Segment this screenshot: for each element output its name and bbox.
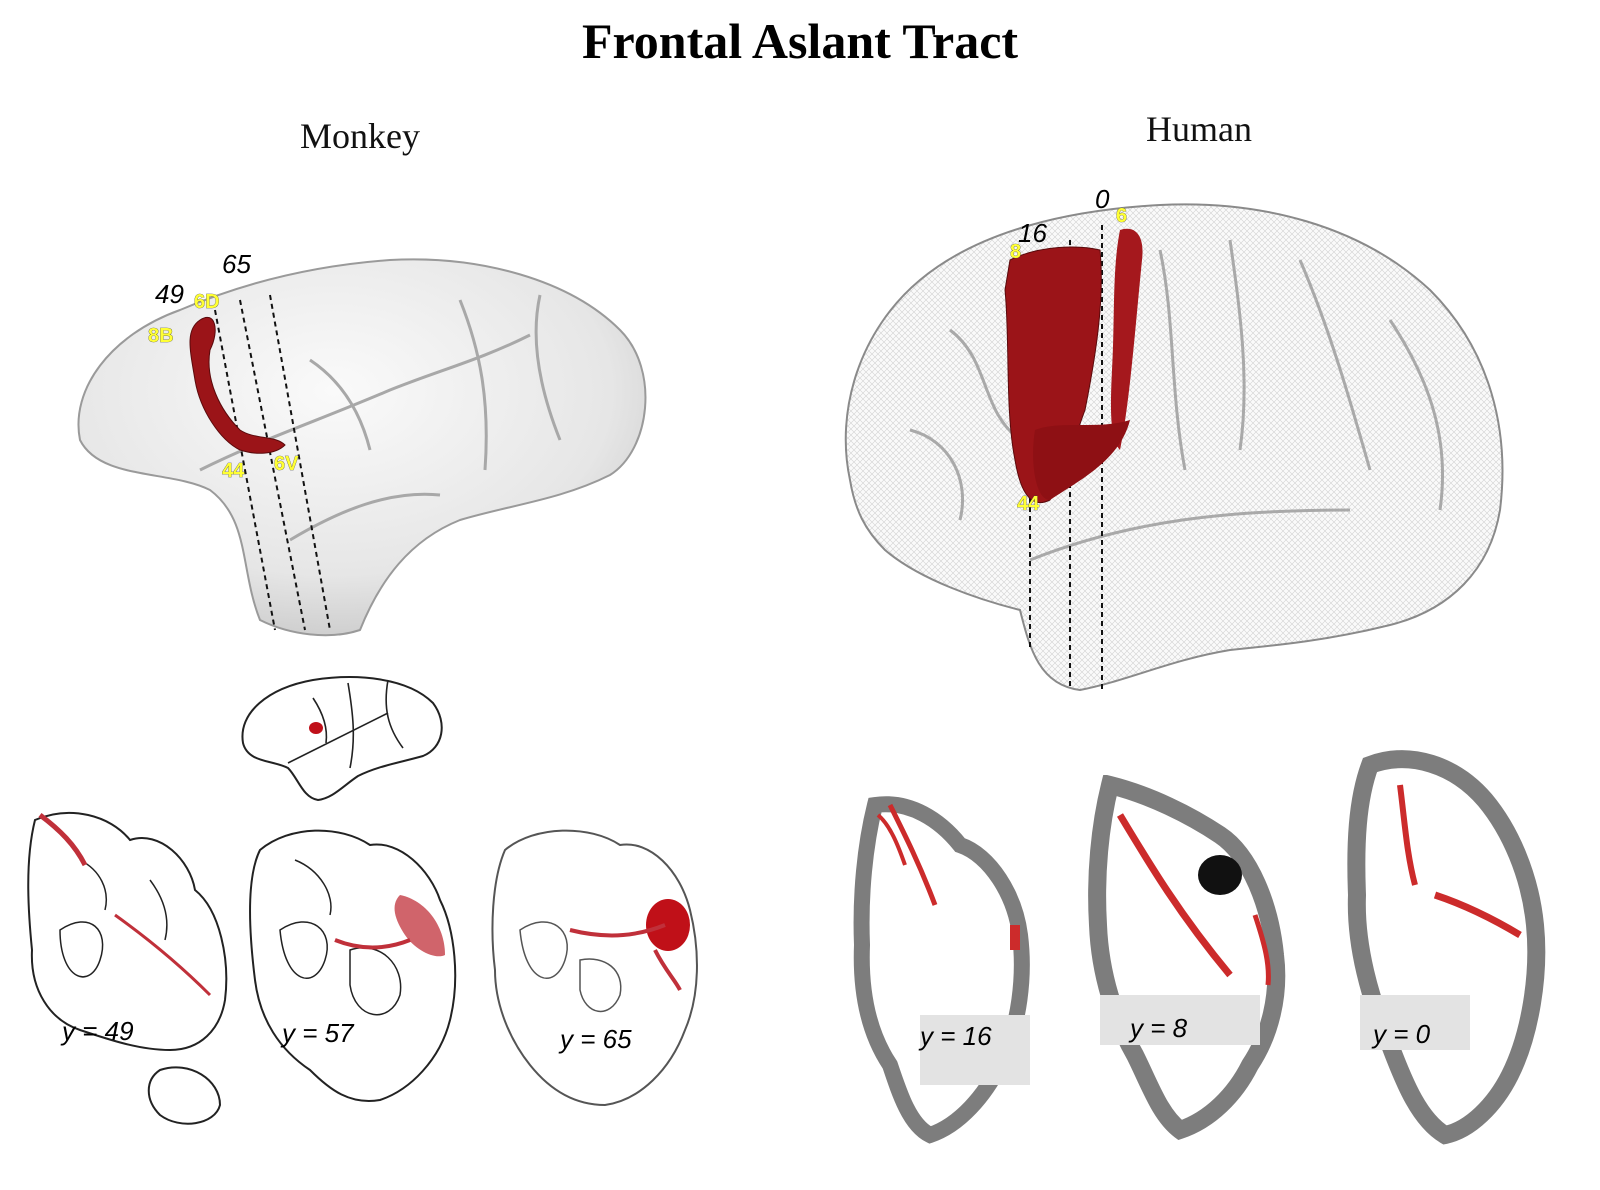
human-section-label-8: y = 8 <box>1128 1013 1188 1043</box>
monkey-coord-49: 49 <box>155 279 184 309</box>
monkey-coord-65: 65 <box>222 249 251 279</box>
human-section-y8: y = 8 <box>1088 775 1286 1141</box>
monkey-area-6d: 6D <box>194 291 220 313</box>
human-area-6: 6 <box>1116 205 1127 227</box>
human-section-y16: y = 16 <box>853 796 1030 1144</box>
monkey-area-44: 44 <box>222 460 245 482</box>
monkey-section-y49: y = 49 <box>27 812 228 1125</box>
monkey-section-label-49: y = 49 <box>60 1016 134 1046</box>
figure-title: Frontal Aslant Tract <box>581 13 1019 69</box>
monkey-fat-bundle <box>189 317 286 454</box>
monkey-section-label-57: y = 57 <box>280 1018 355 1048</box>
monkey-slice-lines <box>214 294 331 631</box>
monkey-heading: Monkey <box>300 116 420 156</box>
human-brain-panel: 0 16 8 6 44 <box>844 184 1504 692</box>
monkey-area-8b: 8B <box>148 325 174 347</box>
human-section-label-0: y = 0 <box>1371 1019 1431 1049</box>
human-area-8: 8 <box>1010 241 1021 263</box>
human-coord-0: 0 <box>1095 184 1110 214</box>
human-heading: Human <box>1146 109 1252 149</box>
human-cortex <box>844 203 1504 692</box>
monkey-cortex <box>77 258 647 637</box>
human-coord-16: 16 <box>1018 218 1047 248</box>
monkey-section-label-65: y = 65 <box>558 1024 632 1054</box>
human-section-y0: y = 0 <box>1347 750 1546 1145</box>
monkey-section-y65: y = 65 <box>491 829 698 1107</box>
monkey-area-6v: 6V <box>274 453 299 475</box>
human-section-label-16: y = 16 <box>918 1021 992 1051</box>
human-gyri <box>909 239 1444 562</box>
injection-site-dot <box>309 722 323 734</box>
monkey-brain-panel: 49 65 8B 6D 44 6V <box>77 249 647 637</box>
monkey-section-y57: y = 57 <box>249 829 457 1102</box>
monkey-mini-brain <box>241 676 443 802</box>
human-area-44: 44 <box>1017 493 1040 515</box>
